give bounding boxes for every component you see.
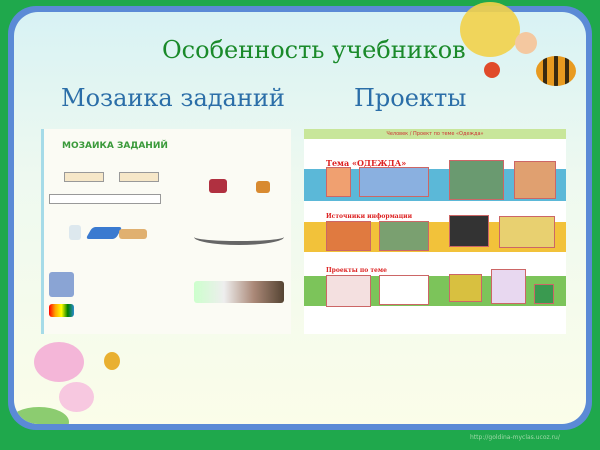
glass-picture	[69, 225, 81, 240]
flower-cluster-icon	[460, 2, 520, 57]
textbook-spread-image: МОЗАИКА ЗАДАНИЙ	[41, 129, 291, 334]
section-title-sources: Источники информации	[326, 213, 413, 220]
butterfly-picture	[209, 179, 227, 193]
birds-picture	[194, 281, 284, 303]
thumbnail	[449, 160, 504, 200]
slide-content: Особенность учебников Мозаика заданий Пр…	[14, 12, 586, 424]
bee-head-icon	[515, 32, 537, 54]
thumbnail	[326, 221, 371, 251]
project-page-image: Человек / Проект по теме «Одежда» Тема «…	[304, 129, 566, 334]
project-topbar: Человек / Проект по теме «Одежда»	[304, 129, 566, 139]
flower-decoration-icon	[34, 342, 84, 382]
thumbnail	[449, 274, 482, 302]
spectrum-picture	[49, 304, 74, 317]
thumbnail	[514, 161, 556, 199]
board-picture	[119, 229, 147, 239]
diagram-box	[64, 172, 104, 182]
bee-icon	[536, 56, 576, 86]
snakes-picture	[194, 229, 284, 245]
footer-url: http://goldina-myclas.ucoz.ru/	[470, 434, 560, 441]
thumbnail	[359, 167, 429, 197]
diagram-row	[49, 194, 161, 204]
thumbnail	[449, 215, 489, 247]
right-heading: Проекты	[354, 84, 467, 112]
slide-title: Особенность учебников	[162, 36, 466, 64]
textbook-heading: МОЗАИКА ЗАДАНИЙ	[62, 141, 168, 151]
diagram-box	[119, 172, 159, 182]
blue-plate-picture	[85, 227, 123, 239]
slide-frame: Особенность учебников Мозаика заданий Пр…	[8, 6, 592, 430]
thumbnail	[491, 269, 526, 304]
left-heading: Мозаика заданий	[61, 84, 285, 112]
butterfly-icon	[104, 352, 120, 370]
thumbnail	[326, 275, 371, 307]
section-title-clothing: Тема «ОДЕЖДА»	[326, 158, 407, 168]
light-picture	[49, 272, 74, 297]
berry-icon	[484, 62, 500, 78]
thumbnail	[534, 284, 554, 304]
thumbnail	[379, 275, 429, 305]
flower-decoration-icon	[59, 382, 94, 412]
leaf-decoration-icon	[14, 407, 69, 424]
insect-picture	[256, 181, 270, 193]
thumbnail	[379, 221, 429, 251]
thumbnail	[499, 216, 555, 248]
thumbnail	[326, 167, 351, 197]
section-title-projects: Проекты по теме	[326, 267, 387, 274]
